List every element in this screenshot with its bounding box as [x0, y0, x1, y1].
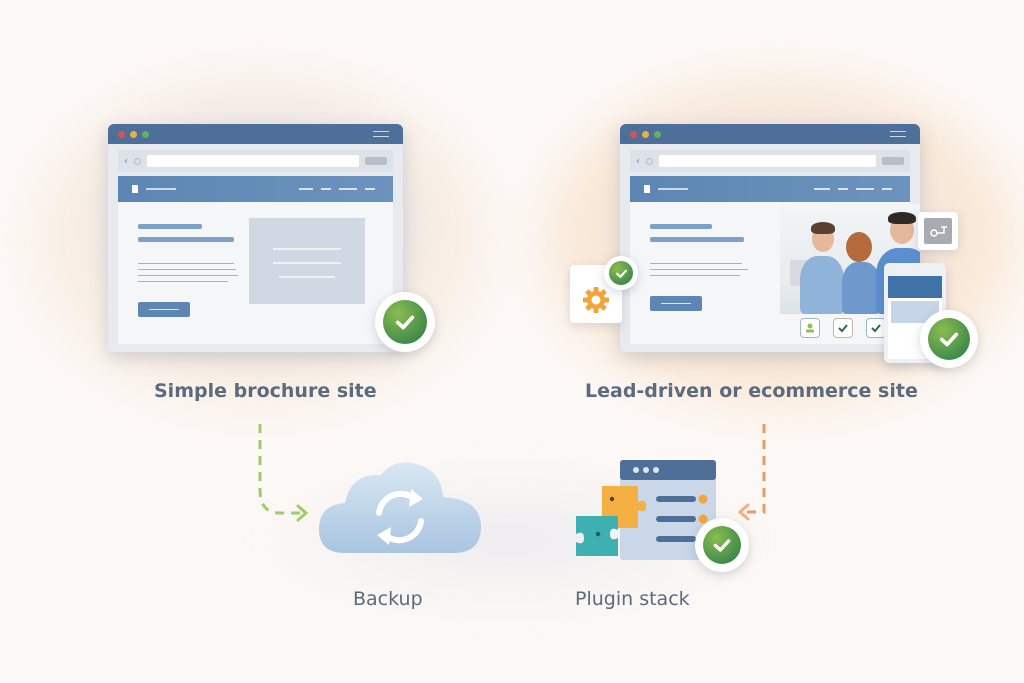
site-header: [118, 176, 393, 202]
minimize-dot-icon: [130, 130, 137, 138]
key-icon: [924, 218, 952, 244]
close-dot-icon: [630, 130, 637, 138]
brochure-browser-window: ‹: [108, 124, 403, 352]
checkmark-icon: [939, 332, 959, 347]
site-preview: [118, 176, 393, 344]
cta-button-placeholder: [138, 302, 190, 317]
browser-titlebar: [620, 124, 920, 144]
settings-check-badge: [604, 256, 638, 290]
mobile-preview: [884, 263, 946, 363]
brochure-check-badge: [375, 292, 435, 352]
subheading-placeholder: [138, 237, 234, 242]
heading-placeholder: [650, 224, 712, 229]
close-dot-icon: [118, 130, 125, 138]
checklist-icon: [833, 318, 853, 338]
plugin-stack-label: Plugin stack: [575, 588, 690, 610]
checkmark-icon: [713, 539, 731, 552]
site-preview: [630, 176, 920, 344]
browser-toolbar: ‹: [630, 150, 910, 172]
ecommerce-browser-window: ‹: [620, 124, 920, 352]
back-arrow-icon: ‹: [636, 155, 640, 167]
back-arrow-icon: ‹: [124, 155, 128, 167]
cta-button-placeholder: [650, 296, 702, 311]
site-body: [118, 202, 393, 339]
site-name-placeholder: [146, 188, 176, 190]
menu-icon: [373, 131, 389, 137]
go-button: [882, 157, 904, 165]
browser-titlebar: [108, 124, 403, 144]
reload-icon: [134, 157, 141, 165]
subheading-placeholder: [650, 237, 744, 242]
ecommerce-check-badge: [920, 310, 978, 368]
maximize-dot-icon: [654, 130, 661, 138]
site-nav: [299, 188, 375, 190]
cloud-sync-icon: [319, 462, 481, 553]
checkmark-icon: [395, 315, 415, 330]
address-bar: [147, 155, 359, 167]
ecommerce-to-plugins-arrow: [737, 424, 766, 521]
site-logo-icon: [132, 185, 138, 193]
minimize-dot-icon: [642, 130, 649, 138]
access-key-card: [918, 212, 958, 250]
image-placeholder: [249, 218, 365, 304]
heading-placeholder: [138, 224, 202, 229]
menu-icon: [890, 131, 906, 137]
site-header: [630, 176, 910, 202]
go-button: [365, 157, 387, 165]
backup-label: Backup: [353, 588, 423, 610]
site-name-placeholder: [658, 188, 688, 190]
checklist-icon: [866, 318, 886, 338]
site-logo-icon: [644, 185, 650, 193]
site-body: [630, 202, 910, 333]
user-profile-icon: [800, 318, 820, 338]
reload-icon: [646, 157, 653, 165]
plugin-stack-icon: [576, 460, 716, 560]
site-nav: [814, 188, 892, 190]
brochure-site-label: Simple brochure site: [154, 380, 377, 402]
brochure-to-backup-arrow: [258, 424, 309, 522]
checkmark-icon: [615, 269, 627, 278]
maximize-dot-icon: [142, 130, 149, 138]
gear-icon: [583, 287, 609, 313]
browser-toolbar: ‹: [118, 150, 393, 172]
ecommerce-site-label: Lead-driven or ecommerce site: [585, 380, 918, 402]
plugins-check-badge: [695, 518, 749, 572]
address-bar: [659, 155, 876, 167]
settings-card: [570, 265, 622, 323]
